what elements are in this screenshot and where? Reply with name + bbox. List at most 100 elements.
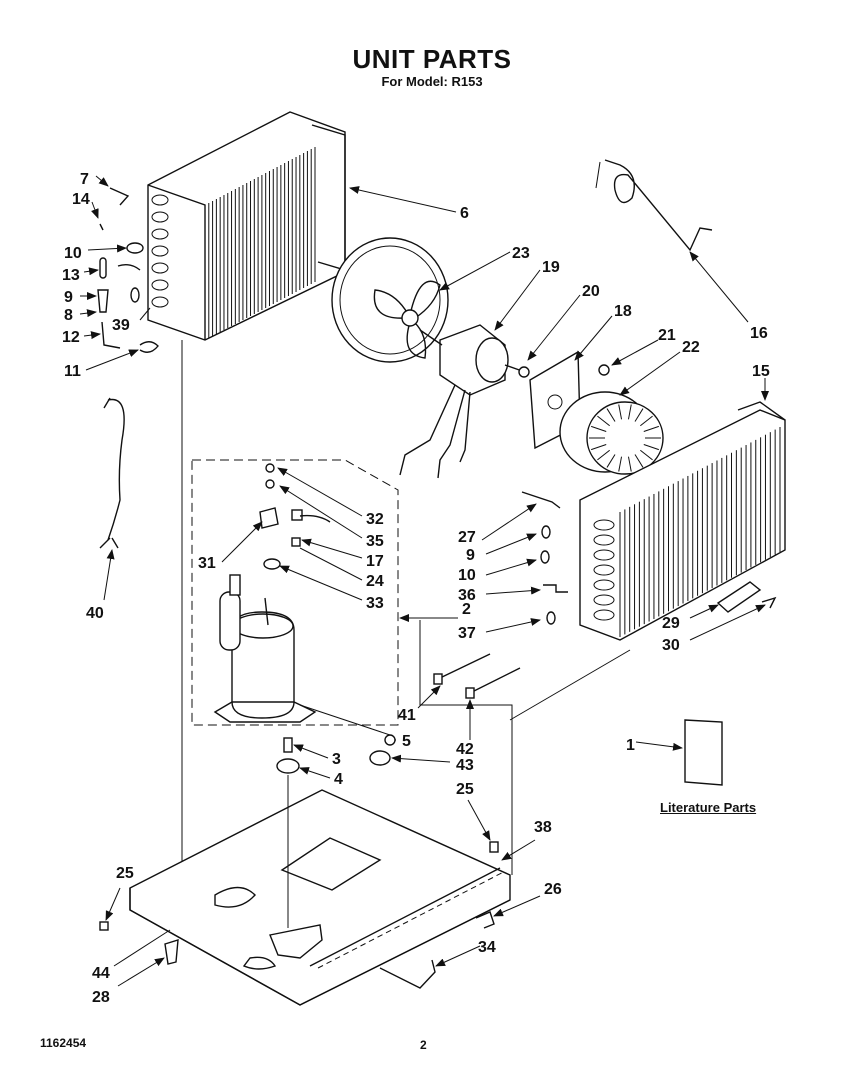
- callout-18: 18: [614, 303, 632, 320]
- blower-blade: [627, 456, 632, 472]
- callout-2: 2: [462, 601, 471, 618]
- condenser-fan-blade: [331, 237, 449, 363]
- callout-42: 42: [456, 741, 474, 758]
- base-pan-slot: [496, 872, 502, 877]
- blower-wheel: [559, 391, 664, 475]
- callout-11: 11: [64, 363, 81, 380]
- base-pan-slot: [436, 903, 443, 907]
- fan-motor: [399, 324, 526, 479]
- condenser-tube-bend: [151, 262, 169, 274]
- callout-20: 20: [582, 283, 600, 300]
- callout-6: 6: [460, 205, 469, 222]
- callout-24: 24: [366, 573, 384, 590]
- callout-16: 16: [750, 325, 768, 342]
- evaporator-fittings: [521, 491, 777, 625]
- condenser-tube-bend: [151, 211, 169, 223]
- callout-40: 40: [86, 605, 104, 622]
- base-pan-slot: [351, 947, 358, 951]
- callout-38: 38: [534, 819, 552, 836]
- base-pan-slot: [385, 929, 392, 934]
- base-pan-slot: [428, 907, 434, 912]
- evap-support-line: [509, 649, 631, 721]
- callout-37: 37: [458, 625, 476, 642]
- compressor-terminal-parts: [259, 463, 331, 570]
- callout-33: 33: [366, 595, 384, 612]
- base-pan-slot: [360, 943, 366, 947]
- condenser-tube-bend: [151, 279, 169, 291]
- base-pan: [129, 789, 511, 1006]
- callout-39: 39: [112, 317, 130, 334]
- base-pan-slot: [445, 899, 451, 903]
- evaporator-coil: [579, 401, 786, 641]
- blower-blade: [597, 415, 610, 427]
- wire-harness: [595, 159, 713, 252]
- callout-8: 8: [64, 307, 73, 324]
- page-title: UNIT PARTS: [352, 44, 512, 74]
- blower-blade: [640, 415, 653, 427]
- callout-9: 9: [64, 289, 73, 306]
- blower-blade: [643, 444, 659, 451]
- base-pan-slot: [479, 881, 485, 885]
- callout-7: 7: [80, 171, 89, 188]
- evaporator-tube-bend: [593, 519, 615, 531]
- document-number: 1162454: [40, 1036, 87, 1050]
- base-pan-slot: [334, 956, 341, 960]
- evaporator-tube-bend: [593, 534, 615, 546]
- callout-19: 19: [542, 259, 560, 276]
- evaporator-tube-bend: [593, 594, 615, 606]
- blower-blade: [634, 408, 644, 422]
- blower-blade: [634, 454, 644, 468]
- callout-25b: 25: [116, 865, 134, 882]
- blower-blade: [618, 404, 623, 420]
- callout-41: 41: [398, 707, 416, 724]
- callout-14: 14: [72, 191, 90, 208]
- callout-35: 35: [366, 533, 384, 550]
- base-pan-slot: [326, 960, 332, 965]
- blower-blade: [618, 456, 623, 472]
- compressor-group-box: [191, 459, 399, 726]
- leader-lines: [79, 175, 769, 987]
- callout-12: 12: [62, 329, 80, 346]
- callout-5: 5: [402, 733, 411, 750]
- callout-32: 32: [366, 511, 384, 528]
- evaporator-tube-bend: [593, 564, 615, 576]
- callout-34: 34: [478, 939, 496, 956]
- cable-ties: [433, 653, 521, 699]
- compressor-mounts: [276, 734, 396, 774]
- callout-31: 31: [198, 555, 216, 572]
- callout-29: 29: [662, 615, 680, 632]
- model-subtitle: For Model: R153: [381, 74, 483, 89]
- base-pan-slot: [394, 925, 400, 929]
- base-pan-slot: [470, 885, 477, 890]
- power-cord: [99, 397, 125, 549]
- compressor: [213, 574, 317, 723]
- blower-blade: [591, 444, 607, 451]
- condenser-tube-bend: [151, 245, 169, 257]
- blower-blade: [640, 449, 653, 461]
- blower-blade: [643, 425, 659, 432]
- callout-10b: 10: [458, 567, 476, 584]
- callout-3: 3: [332, 751, 341, 768]
- callout-30: 30: [662, 637, 680, 654]
- tubing-fittings-left: [97, 187, 159, 353]
- callout-10: 10: [64, 245, 82, 262]
- blower-blade: [591, 425, 607, 432]
- callout-44: 44: [92, 965, 110, 982]
- condenser-coil: [147, 111, 346, 341]
- callout-17: 17: [366, 553, 384, 570]
- callout-21: 21: [658, 327, 676, 344]
- base-pan-slot: [487, 877, 494, 881]
- base-pan-slot: [402, 921, 409, 925]
- base-pan-slot: [419, 912, 426, 916]
- callout-43: 43: [456, 757, 474, 774]
- condenser-tube-bend: [151, 228, 169, 240]
- pan-hardware: [99, 841, 499, 989]
- condenser-tube-bend: [151, 194, 169, 206]
- callout-23: 23: [512, 245, 530, 262]
- literature-booklet: [684, 719, 723, 786]
- evaporator-tube-bend: [593, 579, 615, 591]
- callout-9b: 9: [466, 547, 475, 564]
- base-pan-slot: [377, 934, 383, 938]
- callout-labels: 7 14 10 13 9 8 39 12 11 6 23 19 20 18 21…: [62, 171, 770, 1006]
